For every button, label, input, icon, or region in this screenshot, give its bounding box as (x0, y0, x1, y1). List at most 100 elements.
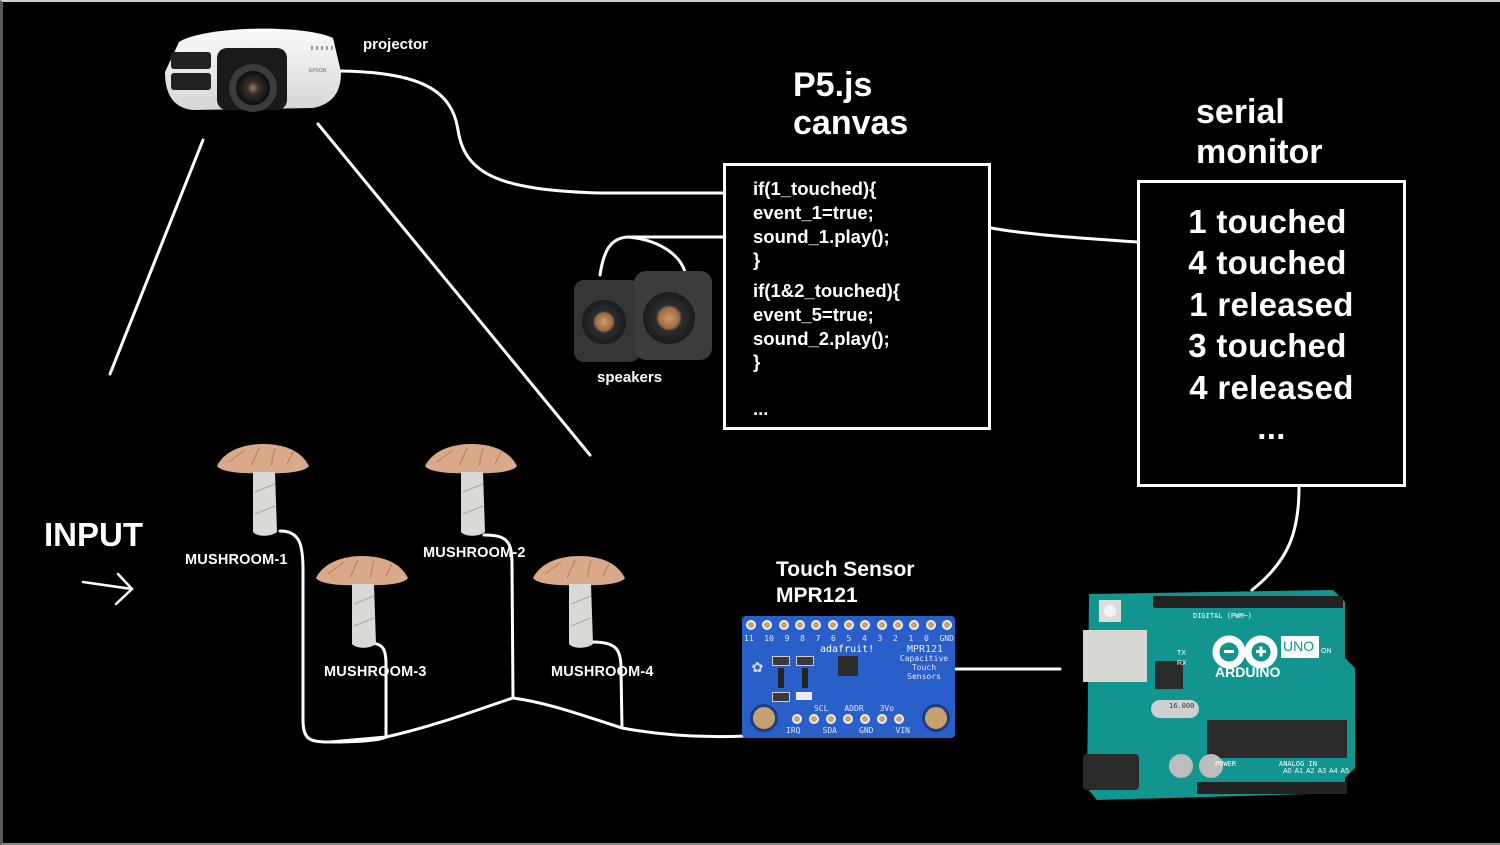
mpr121-pin-pad (860, 620, 871, 630)
mushroom-icon (217, 444, 309, 536)
mpr121-pin-label: 3 (877, 634, 883, 643)
mushroom-4[interactable] (531, 554, 627, 650)
mpr121-pin-pad (876, 620, 887, 630)
mpr121-pin-pad (794, 620, 805, 630)
arduino-analog-pin-label: A4 (1328, 768, 1338, 775)
mushroom-3[interactable] (314, 554, 410, 650)
pin-label: 3Vo (879, 704, 895, 713)
arduino-analog-pin-label: A0 (1283, 768, 1292, 775)
p5-code-box: if(1_touched){ event_1=true; sound_1.pla… (723, 163, 991, 430)
arduino-uno-board: ARDUINO UNO DIGITAL (PWM~) POWER ANALOG … (1063, 588, 1359, 802)
mpr121-pin-label: 7 (815, 634, 821, 643)
mpr121-bottom-labels: IRQ SDA GND VIN (786, 726, 910, 735)
code-line: sound_1.play(); (753, 226, 890, 247)
pin-label: IRQ (786, 726, 801, 735)
mpr121-pin-pad (860, 714, 870, 724)
wire-mushroom-1 (278, 529, 388, 744)
serial-line: 1 released (1189, 286, 1354, 323)
mpr121-pin-pad (762, 620, 773, 630)
pin-label: GND (859, 726, 874, 735)
mpr121-brand: adafruit! (820, 644, 875, 655)
mpr121-pin-label: 8 (800, 634, 805, 643)
arduino-analog-pin-label: A5 (1340, 768, 1349, 775)
mpr121-bottom-pin-header (792, 714, 904, 726)
mushroom-2[interactable] (423, 442, 519, 538)
mpr121-pin-pad (746, 620, 756, 630)
arduino-brand: ARDUINO (1215, 664, 1281, 680)
speakers-label: speakers (597, 369, 663, 386)
mushroom-1[interactable] (215, 442, 311, 538)
arrow-right-icon (81, 572, 134, 606)
mpr121-pin-pad (925, 620, 936, 630)
code-line: } (753, 249, 761, 270)
mpr121-pin-pad (894, 714, 904, 724)
p5-title-line-1: P5.js (793, 66, 873, 104)
arduino-model: UNO (1283, 638, 1315, 654)
input-label: INPUT (44, 516, 143, 553)
mpr121-subtitle-line: Touch (911, 663, 937, 672)
mpr121-pin-pad (941, 620, 952, 630)
code-line: event_5=true; (753, 304, 874, 325)
mpr121-bottom-labels-top: SCL ADDR 3Vo (806, 704, 902, 713)
mushroom-icon (533, 556, 625, 648)
wire-mushroom-3 (367, 641, 388, 739)
arduino-on-label: ON (1321, 648, 1332, 655)
touch-sensor-title: Touch Sensor MPR121 (776, 557, 914, 609)
mpr121-pin-pad (778, 620, 789, 630)
arduino-crystal-label: 16.000 (1169, 702, 1195, 710)
mpr121-pin-pad (843, 714, 853, 724)
mpr121-pin-label: 1 (908, 634, 914, 643)
mpr121-pin-label: 6 (831, 634, 836, 643)
mushroom-icon (425, 444, 517, 536)
mushroom-1-label: MUSHROOM-1 (185, 552, 288, 568)
wire-serial-to-arduino (1250, 485, 1301, 592)
mpr121-pin-label: 5 (846, 634, 852, 643)
mpr121-subtitle-line: Capacitive (899, 654, 949, 663)
code-line: event_1=true; (753, 202, 874, 223)
mounting-hole-right (922, 704, 950, 732)
pin-label: ADDR (844, 704, 864, 713)
mpr121-pin-pad (811, 620, 822, 630)
adafruit-star-icon: ✿ (752, 656, 763, 677)
touch-sensor-title-line-1: Touch Sensor (776, 558, 915, 581)
projection-beam-right (316, 122, 592, 457)
projector-brand: EPSON (309, 68, 327, 74)
mpr121-pin-label: GND (939, 634, 954, 643)
touch-sensor-title-line-2: MPR121 (776, 584, 858, 607)
mpr121-pin-label: 2 (892, 634, 898, 643)
mpr121-pin-pad (877, 714, 887, 724)
arduino-digital-label: DIGITAL (PWM~) (1193, 612, 1253, 620)
mushroom-icon (316, 556, 408, 648)
serial-title-line-2: monitor (1196, 133, 1323, 171)
projector-image: EPSON (163, 22, 343, 118)
code-line: } (753, 351, 761, 372)
wire-speaker2-to-p5 (626, 235, 687, 274)
arduino-analog-pin-label: A3 (1317, 768, 1327, 775)
code-line: sound_2.play(); (753, 328, 890, 349)
mpr121-pin-pad (792, 714, 802, 724)
mpr121-chip (838, 656, 858, 676)
mpr121-board-subtitle: Capacitive Touch Sensors (892, 654, 956, 681)
code-line: if(1&2_touched){ (753, 280, 900, 301)
serial-line: ... (1257, 409, 1286, 446)
projection-beam-left (108, 138, 205, 376)
mpr121-pin-label: 4 (862, 634, 867, 643)
mpr121-board-title: MPR121 (906, 644, 944, 655)
serial-title-line-1: serial (1196, 93, 1285, 131)
mpr121-pin-pad (892, 620, 903, 630)
wire-bus (328, 696, 747, 744)
mpr121-pin-label: 9 (784, 634, 790, 643)
serial-monitor-box: 1 touched 4 touched 1 released 3 touched… (1137, 180, 1406, 487)
mounting-hole-left (750, 704, 778, 732)
mpr121-components (772, 656, 820, 704)
serial-line: 1 touched (1188, 203, 1347, 240)
arduino-analog-pin-label: A2 (1305, 768, 1315, 775)
p5-canvas-title: P5.js canvas (793, 66, 908, 142)
code-line: ... (753, 398, 769, 419)
mpr121-pin-pad (843, 620, 854, 630)
mpr121-pin-label: 0 (923, 634, 929, 643)
serial-line: 4 released (1189, 369, 1354, 406)
